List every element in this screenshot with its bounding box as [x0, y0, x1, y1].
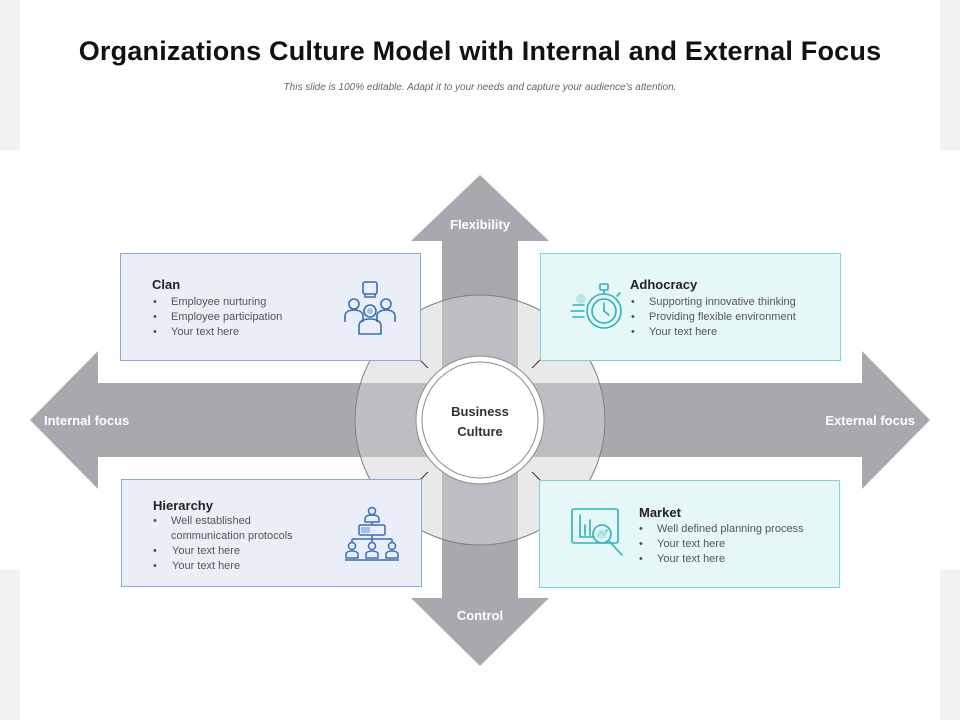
list-item: Well established communication protocols [152, 514, 317, 544]
team-leader-icon [344, 281, 396, 335]
list-item: Your text here [638, 552, 828, 567]
org-chart-icon [345, 506, 399, 561]
list-item: Your text here [638, 537, 828, 552]
quadrant-title: Clan [152, 277, 181, 292]
list-item: Your text here [152, 559, 317, 574]
list-item: Employee participation [152, 310, 332, 325]
quadrant-list: Employee nurturing Employee participatio… [152, 295, 332, 340]
slide-top-panel [20, 0, 940, 150]
page-title: Organizations Culture Model with Interna… [78, 36, 882, 66]
axis-label-flexibility: Flexibility [450, 217, 510, 232]
center-label-line2: Culture [457, 424, 503, 439]
list-item: Well defined planning process [638, 522, 828, 537]
market-analysis-icon [571, 508, 623, 556]
quadrant-title: Hierarchy [153, 498, 213, 513]
list-item: Your text here [152, 544, 317, 559]
stopwatch-icon [570, 283, 622, 329]
list-item: Your text here [152, 325, 332, 340]
quadrant-list: Supporting innovative thinking Providing… [630, 295, 830, 340]
list-item: Employee nurturing [152, 295, 332, 310]
quadrant-hierarchy: Hierarchy Well established communication… [121, 479, 422, 587]
center-circle [421, 361, 539, 479]
center-label-line1: Business [451, 404, 509, 419]
quadrant-adhocracy: Adhocracy Supporting innovative thinking… [540, 253, 841, 361]
list-item: Supporting innovative thinking [630, 295, 830, 310]
quadrant-title: Market [639, 505, 681, 520]
page-subtitle: This slide is 100% editable. Adapt it to… [283, 82, 677, 93]
quadrant-list: Well defined planning process Your text … [638, 522, 828, 567]
quadrant-clan: Clan Employee nurturing Employee partici… [120, 253, 421, 361]
quadrant-market: Market Well defined planning process You… [539, 480, 840, 588]
list-item: Providing flexible environment [630, 310, 830, 325]
quadrant-title: Adhocracy [630, 277, 698, 292]
quadrant-list: Well established communication protocols… [152, 514, 317, 574]
axis-label-external-focus: External focus [825, 413, 915, 428]
list-item: Your text here [630, 325, 830, 340]
center-label: Business Culture [420, 402, 540, 442]
axis-label-internal-focus: Internal focus [44, 413, 130, 428]
axis-label-control: Control [456, 608, 504, 623]
